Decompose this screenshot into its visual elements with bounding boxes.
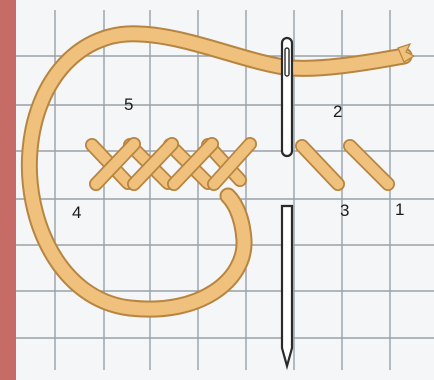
label-5: 5: [124, 95, 133, 114]
label-1: 1: [395, 200, 404, 219]
label-4: 4: [72, 203, 81, 222]
label-2: 2: [333, 102, 342, 121]
label-3: 3: [340, 201, 349, 220]
